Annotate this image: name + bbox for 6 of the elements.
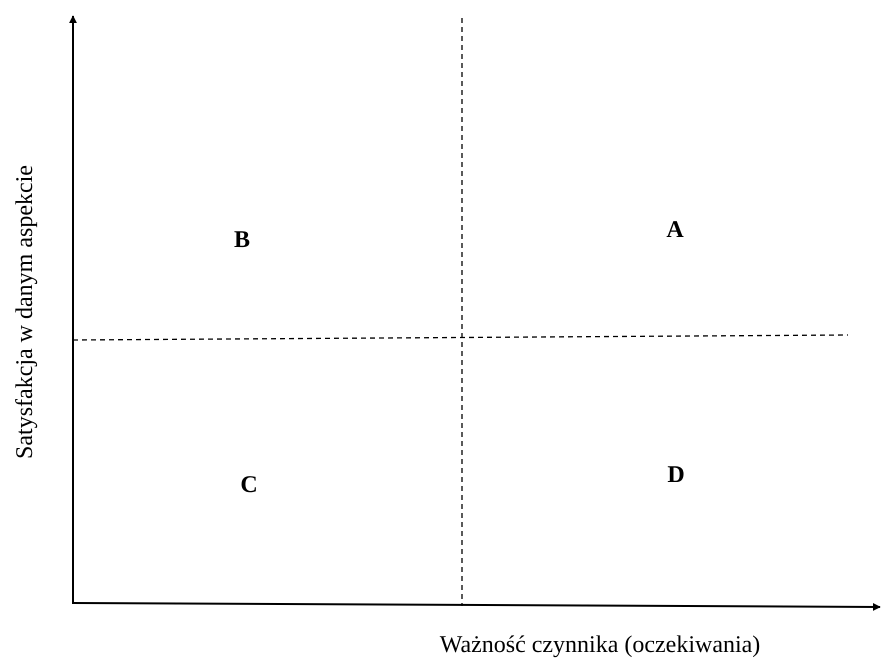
quadrant-letter: B xyxy=(234,228,250,252)
quadrant-letter: A xyxy=(666,218,684,242)
quadrant-letter: D xyxy=(667,463,685,487)
axis-title: Satysfakcja w danym aspekcie xyxy=(13,165,37,459)
quadrant-letter: C xyxy=(240,473,258,497)
axis-title: Ważność czynnika (oczekiwania) xyxy=(440,633,760,657)
